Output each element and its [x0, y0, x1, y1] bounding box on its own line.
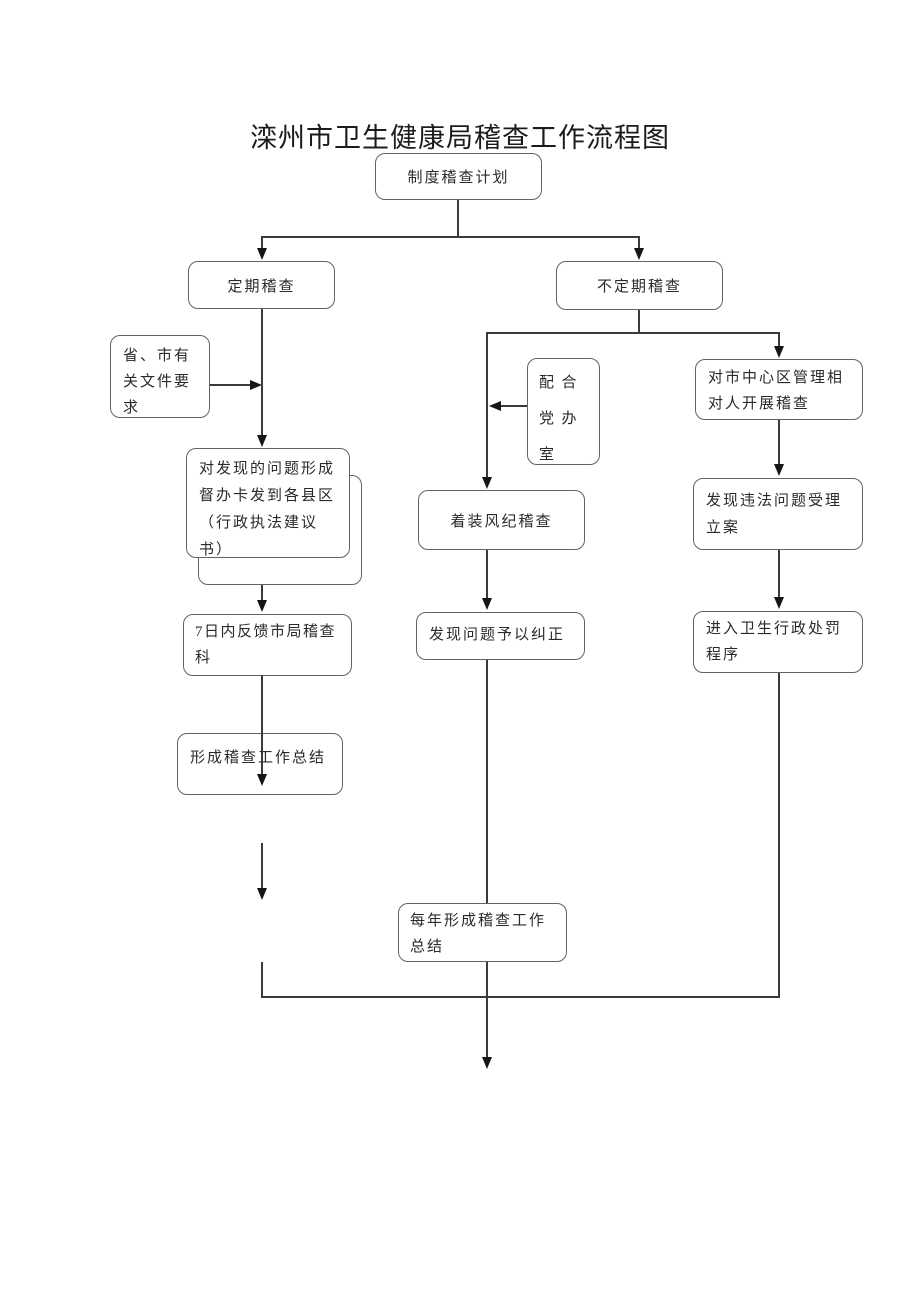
connector-left-merge-drop — [261, 962, 263, 998]
connector-plan-stem — [457, 199, 459, 237]
arrowhead-to-problem — [257, 435, 267, 447]
connector-attire-to-correct — [486, 550, 488, 598]
arrowhead-to-correct — [482, 598, 492, 610]
connector-problem-to-feedback — [261, 584, 263, 600]
arrowhead-to-feedback — [257, 600, 267, 612]
connector-right-merge-drop — [778, 672, 780, 998]
arrowhead-to-irregular — [634, 248, 644, 260]
arrowhead-coop-feed — [489, 401, 501, 411]
node-problem-card-label: 对发现的问题形成 督办卡发到各县区 （行政执法建议 书） — [199, 461, 336, 558]
arrowhead-to-regular — [257, 248, 267, 260]
node-plan-label: 制度稽查计划 — [407, 170, 510, 186]
node-work-summary-label: 形成稽查工作总结 — [190, 750, 327, 766]
node-province-docs-label: 省、市有 关文件要 求 — [123, 348, 192, 416]
node-coop-label: 配 合 党 办 室 — [539, 375, 577, 463]
node-problem-card: 对发现的问题形成 督办卡发到各县区 （行政执法建议 书） — [186, 448, 350, 558]
node-attire-label: 着装风纪稽查 — [450, 513, 553, 530]
node-punishment-procedure: 进入卫生行政处罚 程序 — [693, 611, 863, 673]
connector-regular-drop — [261, 237, 263, 250]
arrowhead-to-case — [774, 464, 784, 476]
connector-bottom-merge — [261, 996, 780, 998]
arrowhead-docs-feed — [250, 380, 262, 390]
arrowhead-to-punish — [774, 597, 784, 609]
connector-regular-to-problem — [261, 308, 263, 435]
arrowhead-to-city-center — [774, 346, 784, 358]
arrowhead-to-attire — [482, 477, 492, 489]
connector-irregular-stem — [638, 309, 640, 333]
node-punishment-label: 进入卫生行政处罚 程序 — [706, 621, 843, 663]
connector-to-city-center — [778, 333, 780, 346]
node-correct-problems: 发现问题予以纠正 — [416, 612, 585, 660]
connector-summary-down — [261, 843, 263, 889]
node-plan: 制度稽查计划 — [375, 153, 542, 200]
node-annual-summary: 每年形成稽查工作 总结 — [398, 903, 567, 962]
node-case-filing-label: 发现违法问题受理 立案 — [706, 493, 843, 536]
node-attire-discipline-check: 着装风纪稽查 — [418, 490, 585, 550]
node-city-center-inspection: 对市中心区管理相 对人开展稽查 — [695, 359, 863, 420]
node-city-center-label: 对市中心区管理相 对人开展稽查 — [708, 370, 845, 412]
node-feedback-label: 7日内反馈市局稽查 科 — [195, 624, 337, 666]
arrowhead-to-summary — [257, 774, 267, 786]
node-province-docs: 省、市有 关文件要 求 — [110, 335, 210, 418]
node-coop-party-office: 配 合 党 办 室 — [527, 358, 600, 465]
connector-correct-to-annual — [486, 659, 488, 904]
arrowhead-summary-down — [257, 888, 267, 900]
node-annual-summary-label: 每年形成稽查工作 总结 — [410, 913, 547, 955]
node-irregular-label: 不定期稽查 — [596, 279, 682, 295]
connector-citycenter-to-case — [778, 420, 780, 464]
connector-docs-feed — [210, 384, 250, 386]
node-irregular-inspection: 不定期稽查 — [556, 261, 723, 310]
node-regular-label: 定期稽查 — [227, 278, 296, 295]
connector-to-attire — [486, 333, 488, 477]
node-feedback-7days: 7日内反馈市局稽查 科 — [183, 614, 352, 676]
connector-irregular-drop — [638, 237, 640, 250]
connector-top-split — [261, 236, 640, 238]
arrowhead-final — [482, 1057, 492, 1069]
connector-case-to-punish — [778, 550, 780, 597]
connector-feedback-to-summary — [261, 675, 263, 774]
node-regular-inspection: 定期稽查 — [188, 261, 335, 309]
connector-irregular-split — [486, 332, 780, 334]
connector-coop-feed — [501, 405, 528, 407]
node-case-filing: 发现违法问题受理 立案 — [693, 478, 863, 550]
node-correct-label: 发现问题予以纠正 — [429, 627, 566, 643]
connector-annual-to-final — [486, 962, 488, 1058]
page-title: 滦州市卫生健康局稽查工作流程图 — [250, 123, 670, 153]
